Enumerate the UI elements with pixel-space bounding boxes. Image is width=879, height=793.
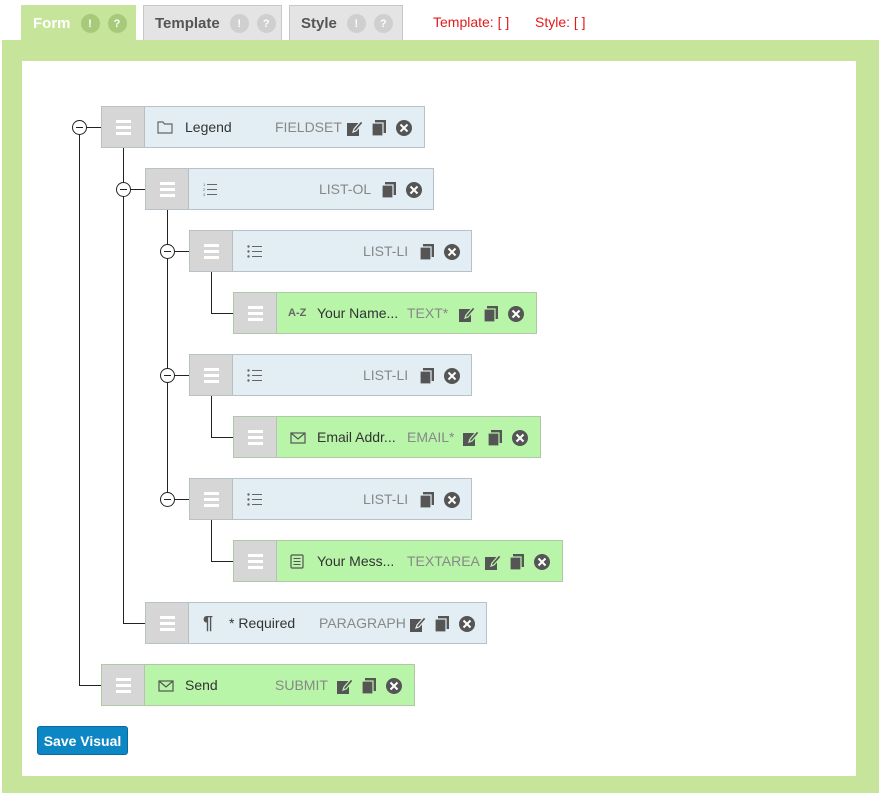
tree-node-list-li[interactable]: LIST-LI	[189, 478, 472, 520]
node-type: LIST-LI	[363, 367, 409, 383]
copy-icon[interactable]	[483, 305, 499, 323]
tree-node-list-li[interactable]: LIST-LI	[189, 230, 472, 272]
edit-icon[interactable]	[458, 305, 476, 323]
node-label: Legend	[185, 119, 232, 135]
pilcrow-icon: ¶	[203, 612, 214, 633]
drag-handle[interactable]	[190, 231, 233, 271]
edit-icon[interactable]	[409, 615, 427, 633]
delete-icon[interactable]	[533, 553, 551, 571]
drag-handle[interactable]	[234, 541, 277, 581]
node-type: LIST-LI	[363, 243, 409, 259]
node-type: TEXT*	[407, 305, 449, 321]
svg-text:1: 1	[203, 182, 206, 187]
tab-style-help-badge[interactable]: ?	[373, 14, 393, 33]
tab-template-warning-badge[interactable]: !	[229, 14, 249, 33]
tab-form-warning-badge[interactable]: !	[80, 14, 100, 33]
copy-icon[interactable]	[371, 119, 387, 137]
delete-icon[interactable]	[395, 119, 413, 137]
node-label: * Required	[229, 615, 296, 631]
envelope-icon	[290, 432, 306, 444]
collapse-toggle-list-li-1[interactable]	[160, 244, 175, 259]
tab-form-label: Form	[33, 15, 71, 32]
node-type: PARAGRAPH	[319, 615, 406, 631]
node-type: TEXTAREA	[407, 553, 480, 569]
list-icon	[247, 245, 262, 258]
tree-node-submit[interactable]: Send SUBMIT	[101, 664, 415, 706]
delete-icon[interactable]	[443, 491, 461, 509]
drag-handle[interactable]	[190, 355, 233, 395]
copy-icon[interactable]	[487, 429, 503, 447]
text-az-icon: A-Z	[288, 307, 307, 319]
copy-icon[interactable]	[419, 491, 435, 509]
svg-text:2: 2	[203, 187, 206, 192]
copy-icon[interactable]	[361, 677, 377, 695]
textarea-icon	[290, 554, 304, 569]
collapse-toggle-list-li-3[interactable]	[160, 492, 175, 507]
node-type: EMAIL*	[407, 429, 455, 445]
edit-icon[interactable]	[346, 119, 364, 137]
copy-icon[interactable]	[434, 615, 450, 633]
node-label: Send	[185, 677, 218, 693]
node-type: SUBMIT	[275, 677, 328, 693]
delete-icon[interactable]	[443, 367, 461, 385]
copy-icon[interactable]	[509, 553, 525, 571]
delete-icon[interactable]	[443, 243, 461, 261]
svg-text:3: 3	[203, 192, 206, 196]
node-label: Email Addr...	[317, 429, 396, 445]
delete-icon[interactable]	[405, 181, 423, 199]
drag-handle[interactable]	[190, 479, 233, 519]
drag-handle[interactable]	[146, 603, 189, 643]
edit-icon[interactable]	[484, 553, 502, 571]
save-visual-button[interactable]: Save Visual	[37, 726, 128, 755]
tree-node-paragraph[interactable]: ¶ * Required PARAGRAPH	[145, 602, 487, 644]
tree-node-textarea-field[interactable]: Your Mess... TEXTAREA	[233, 540, 563, 582]
node-label: Your Name...	[317, 305, 399, 321]
style-status: Style: [ ]	[535, 14, 586, 30]
tab-form-help-badge[interactable]: ?	[107, 14, 127, 33]
tab-style[interactable]: Style ! ?	[289, 5, 403, 41]
drag-handle[interactable]	[234, 293, 277, 333]
drag-handle[interactable]	[234, 417, 277, 457]
tree-node-email-field[interactable]: Email Addr... EMAIL*	[233, 416, 541, 458]
copy-icon[interactable]	[419, 243, 435, 261]
edit-icon[interactable]	[462, 429, 480, 447]
tree-node-text-field[interactable]: A-Z Your Name... TEXT*	[233, 292, 537, 334]
drag-handle[interactable]	[102, 107, 145, 147]
template-status: Template: [ ]	[433, 14, 510, 30]
collapse-toggle-list-li-2[interactable]	[160, 368, 175, 383]
edit-icon[interactable]	[336, 677, 354, 695]
delete-icon[interactable]	[385, 677, 403, 695]
envelope-icon	[158, 680, 174, 692]
tab-style-warning-badge[interactable]: !	[346, 14, 366, 33]
node-label: Your Mess...	[317, 553, 395, 569]
tab-style-label: Style	[301, 15, 337, 32]
delete-icon[interactable]	[458, 615, 476, 633]
node-type: LIST-LI	[363, 491, 409, 507]
node-type: FIELDSET	[275, 119, 342, 135]
ordered-list-icon: 123	[203, 182, 217, 196]
list-icon	[247, 493, 262, 506]
copy-icon[interactable]	[381, 181, 397, 199]
list-icon	[247, 369, 262, 382]
tab-template[interactable]: Template ! ?	[143, 5, 282, 41]
tab-template-help-badge[interactable]: ?	[256, 14, 276, 33]
delete-icon[interactable]	[511, 429, 529, 447]
drag-handle[interactable]	[146, 169, 189, 209]
tab-form[interactable]: Form ! ?	[21, 5, 136, 41]
delete-icon[interactable]	[507, 305, 525, 323]
tab-template-label: Template	[155, 15, 220, 32]
node-type: LIST-OL	[319, 181, 372, 197]
collapse-toggle-fieldset[interactable]	[72, 120, 87, 135]
folder-icon	[157, 121, 173, 134]
tree-node-list-li[interactable]: LIST-LI	[189, 354, 472, 396]
collapse-toggle-list-ol[interactable]	[116, 182, 131, 197]
drag-handle[interactable]	[102, 665, 145, 705]
tree-node-fieldset[interactable]: Legend FIELDSET	[101, 106, 425, 148]
copy-icon[interactable]	[419, 367, 435, 385]
